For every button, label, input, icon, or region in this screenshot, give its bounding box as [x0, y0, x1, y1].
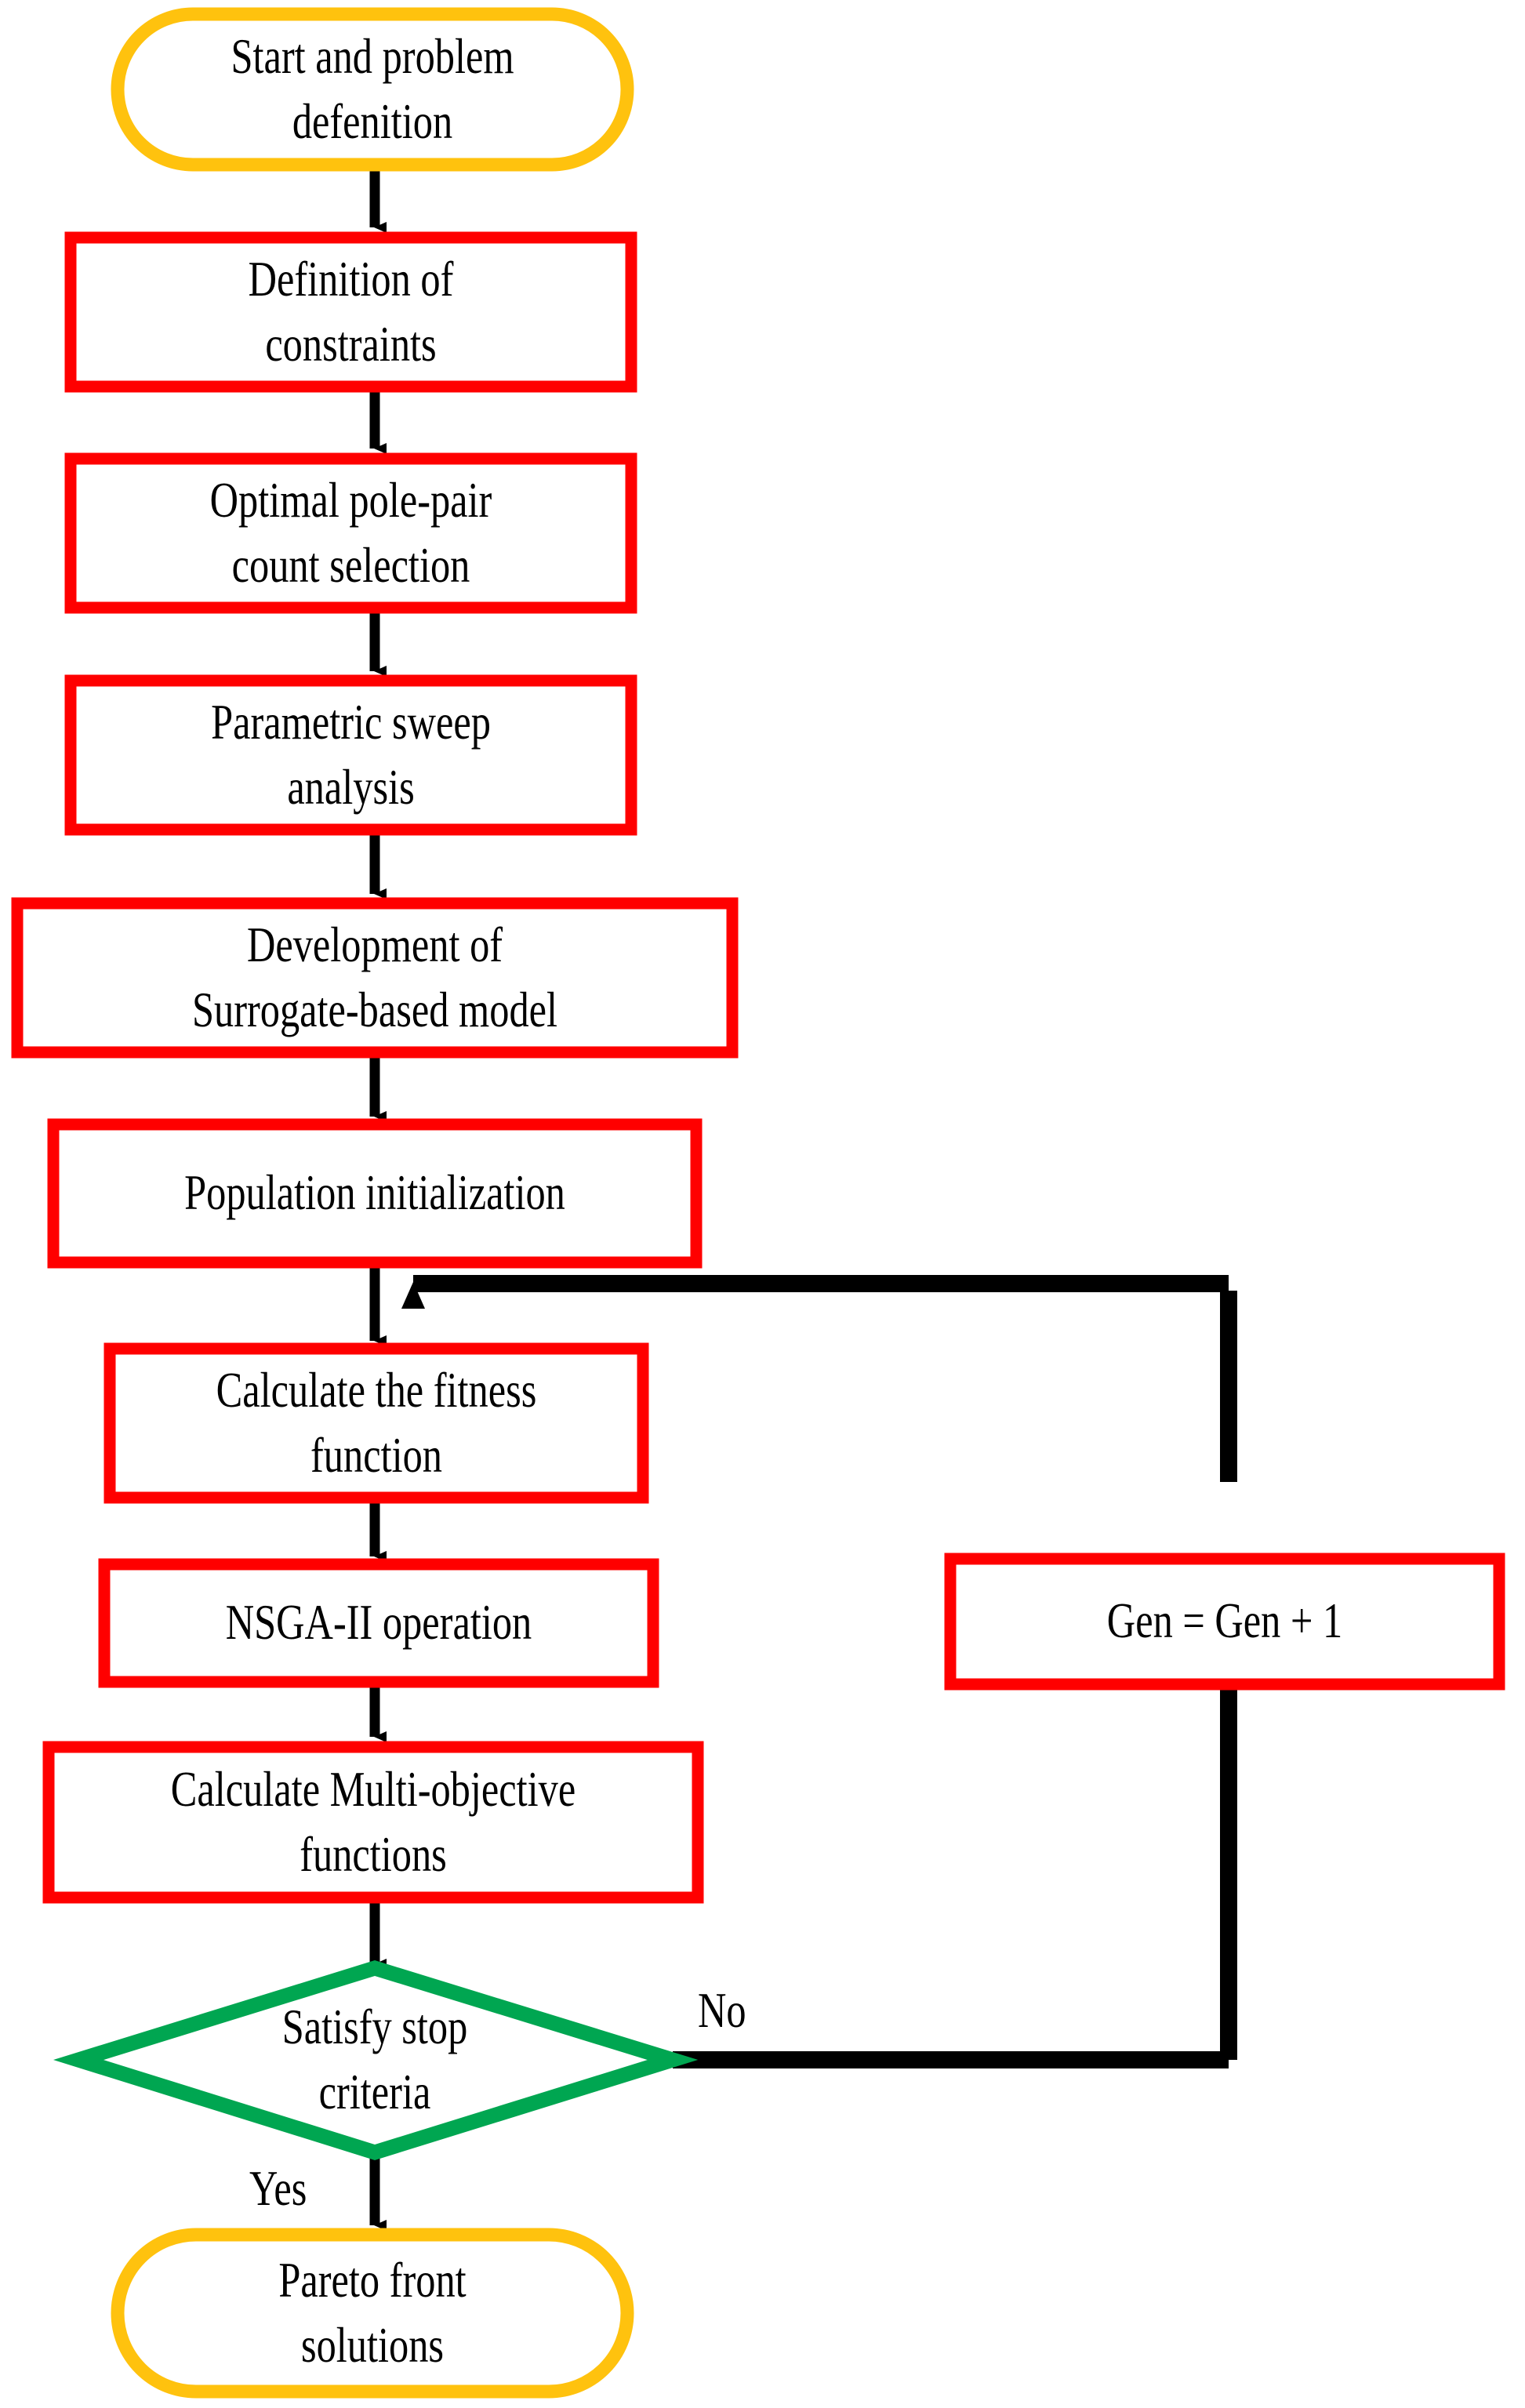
- node-stop-criteria-shape[interactable]: [53, 1960, 699, 2160]
- node-parametric-sweep-shape[interactable]: [64, 674, 637, 836]
- node-surrogate-model-shape[interactable]: [11, 897, 739, 1059]
- node-generation-increment-shape[interactable]: [944, 1553, 1505, 1691]
- node-population-init-shape[interactable]: [47, 1118, 703, 1269]
- node-polepair-shape[interactable]: [64, 452, 637, 614]
- edge-label-yes: Yes: [249, 2161, 307, 2216]
- node-fitness-shape[interactable]: [103, 1342, 649, 1504]
- node-start-shape[interactable]: [111, 7, 634, 172]
- node-pareto-shape[interactable]: [111, 2228, 634, 2399]
- connector-layer: [369, 163, 1237, 2231]
- node-multi-objective-shape[interactable]: [42, 1741, 704, 1904]
- node-nsga2-shape[interactable]: [98, 1558, 659, 1688]
- node-shape-layer: [11, 7, 1505, 2399]
- edge-label-no: No: [698, 1983, 746, 2038]
- node-constraints-shape[interactable]: [64, 231, 637, 393]
